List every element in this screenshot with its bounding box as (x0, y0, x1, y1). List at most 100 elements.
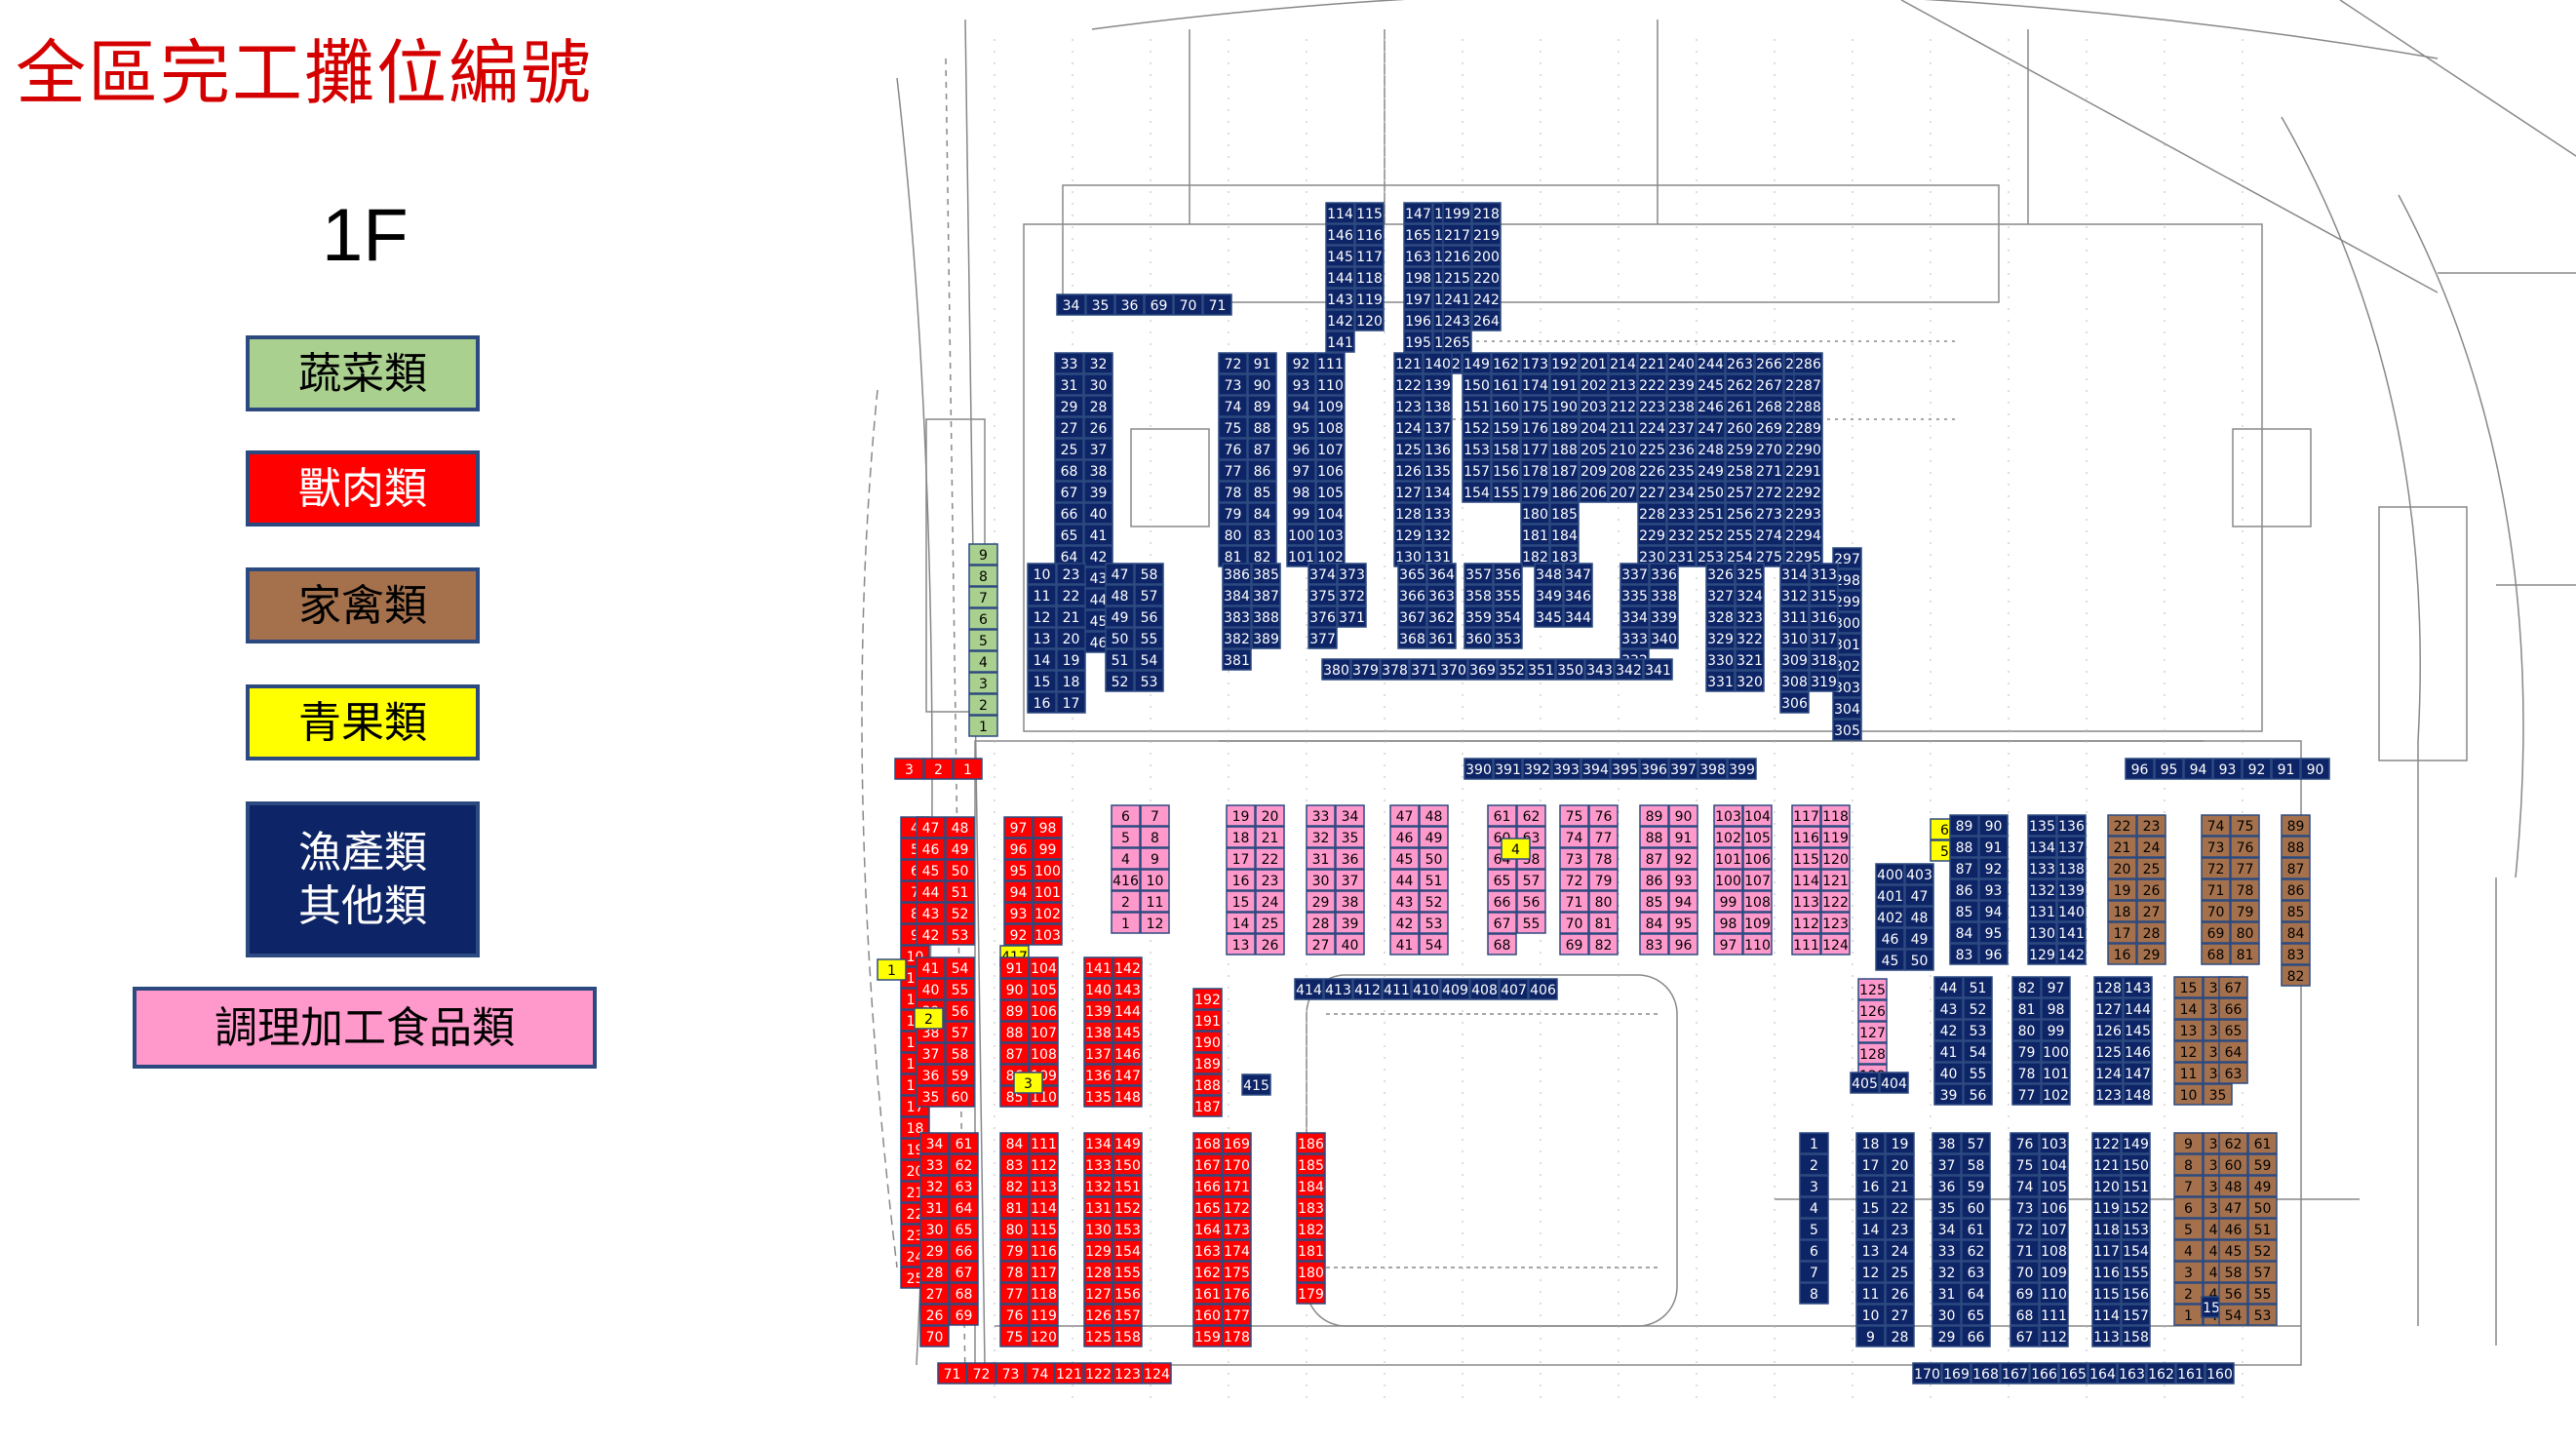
stall-cell[interactable] (1471, 223, 1502, 246)
stall-cell[interactable] (1555, 658, 1585, 681)
stall-cell[interactable] (1725, 524, 1755, 546)
stall-cell[interactable] (1933, 997, 1964, 1020)
stall-cell[interactable] (1083, 524, 1113, 546)
stall-cell[interactable] (2010, 1132, 2040, 1154)
stall-cell[interactable] (1389, 847, 1420, 870)
stall-cell[interactable] (2039, 1261, 2069, 1283)
stall-cell[interactable] (1315, 373, 1346, 396)
stall-cell[interactable] (2000, 1362, 2030, 1384)
stall-cell[interactable] (2039, 1175, 2069, 1197)
stall-cell[interactable] (1563, 605, 1593, 628)
stall-cell[interactable] (999, 999, 1030, 1022)
stall-cell[interactable] (1247, 459, 1277, 482)
stall-cell[interactable] (1218, 395, 1248, 417)
stall-cell[interactable] (1588, 804, 1619, 827)
stall-cell[interactable] (2201, 857, 2231, 879)
stall-cell[interactable] (999, 1196, 1030, 1219)
stall-cell[interactable] (1520, 395, 1550, 417)
stall-cell[interactable] (916, 1064, 946, 1086)
stall-cell[interactable] (2212, 758, 2243, 780)
stall-cell[interactable] (2027, 857, 2057, 879)
stall-cell[interactable] (2203, 1083, 2233, 1106)
stall-cell[interactable] (1140, 869, 1170, 891)
stall-cell[interactable] (1471, 266, 1502, 289)
stall-cell[interactable] (1192, 1052, 1223, 1074)
stall-cell[interactable] (1742, 890, 1773, 913)
stall-cell[interactable] (2121, 1282, 2151, 1305)
stall-cell[interactable] (1105, 627, 1135, 649)
stall-cell[interactable] (968, 693, 998, 716)
stall-cell[interactable] (1855, 1218, 1886, 1240)
stall-cell[interactable] (1337, 605, 1367, 628)
stall-cell[interactable] (2230, 878, 2260, 901)
stall-cell[interactable] (1403, 266, 1433, 289)
stall-cell[interactable] (1423, 416, 1453, 439)
stall-cell[interactable] (1668, 869, 1698, 891)
stall-cell[interactable] (2123, 997, 2153, 1020)
stall-cell[interactable] (1735, 584, 1765, 606)
stall-cell[interactable] (1639, 912, 1669, 934)
stall-cell[interactable] (1639, 826, 1669, 848)
stall-cell[interactable] (2247, 1196, 2278, 1219)
stall-cell[interactable] (1487, 933, 1517, 956)
stall-cell[interactable] (1932, 1153, 1962, 1176)
stall-cell[interactable] (999, 1175, 1030, 1197)
stall-cell[interactable] (1134, 563, 1164, 585)
stall-cell[interactable] (1352, 978, 1383, 1000)
stall-cell[interactable] (1083, 416, 1113, 439)
stall-cell[interactable] (1620, 563, 1650, 585)
stall-cell[interactable] (1791, 912, 1821, 934)
stall-cell[interactable] (1534, 563, 1564, 585)
stall-cell[interactable] (1335, 890, 1365, 913)
stall-cell[interactable] (999, 1325, 1030, 1347)
stall-cell[interactable] (1056, 627, 1086, 649)
stall-cell[interactable] (1423, 395, 1453, 417)
stall-cell[interactable] (1754, 524, 1784, 546)
stall-cell[interactable] (1306, 869, 1336, 891)
stall-cell[interactable] (1809, 670, 1839, 692)
stall-cell[interactable] (1192, 1282, 1223, 1305)
stall-cell[interactable] (1464, 627, 1494, 649)
stall-cell[interactable] (919, 1132, 950, 1154)
stall-cell[interactable] (1725, 438, 1755, 460)
stall-cell[interactable] (1668, 912, 1698, 934)
stall-cell[interactable] (1793, 395, 1823, 417)
stall-cell[interactable] (1462, 438, 1492, 460)
stall-cell[interactable] (1056, 670, 1086, 692)
stall-cell[interactable] (1247, 481, 1277, 503)
stall-cell[interactable] (1793, 416, 1823, 439)
stall-cell[interactable] (2173, 1175, 2204, 1197)
stall-cell[interactable] (1315, 352, 1346, 374)
stall-cell[interactable] (1885, 1325, 1915, 1347)
stall-cell[interactable] (919, 1304, 950, 1326)
stall-cell[interactable] (1614, 658, 1644, 681)
stall-cell[interactable] (1526, 658, 1556, 681)
stall-cell[interactable] (1419, 912, 1449, 934)
stall-cell[interactable] (1192, 1132, 1223, 1154)
stall-cell[interactable] (2218, 976, 2248, 998)
stall-cell[interactable] (1393, 481, 1424, 503)
stall-cell[interactable] (1323, 978, 1353, 1000)
stall-cell[interactable] (1306, 804, 1336, 827)
stall-cell[interactable] (1134, 648, 1164, 671)
stall-cell[interactable] (945, 1042, 975, 1065)
stall-cell[interactable] (1949, 921, 1979, 944)
stall-cell[interactable] (1668, 847, 1698, 870)
stall-cell[interactable] (1963, 976, 1993, 998)
stall-cell[interactable] (1620, 584, 1650, 606)
stall-cell[interactable] (1033, 880, 1063, 903)
stall-cell[interactable] (2056, 814, 2087, 837)
stall-cell[interactable] (1608, 459, 1638, 482)
stall-cell[interactable] (1105, 605, 1135, 628)
stall-cell[interactable] (1559, 869, 1589, 891)
stall-cell[interactable] (1462, 459, 1492, 482)
stall-cell[interactable] (968, 586, 998, 608)
stall-cell[interactable] (1885, 1239, 1915, 1262)
stall-cell[interactable] (1855, 1132, 1886, 1154)
stall-cell[interactable] (2247, 1282, 2278, 1305)
stall-cell[interactable] (1855, 1261, 1886, 1283)
stall-cell[interactable] (945, 999, 975, 1022)
stall-cell[interactable] (1308, 563, 1338, 585)
stall-cell[interactable] (1056, 584, 1086, 606)
stall-cell[interactable] (1083, 1325, 1113, 1347)
